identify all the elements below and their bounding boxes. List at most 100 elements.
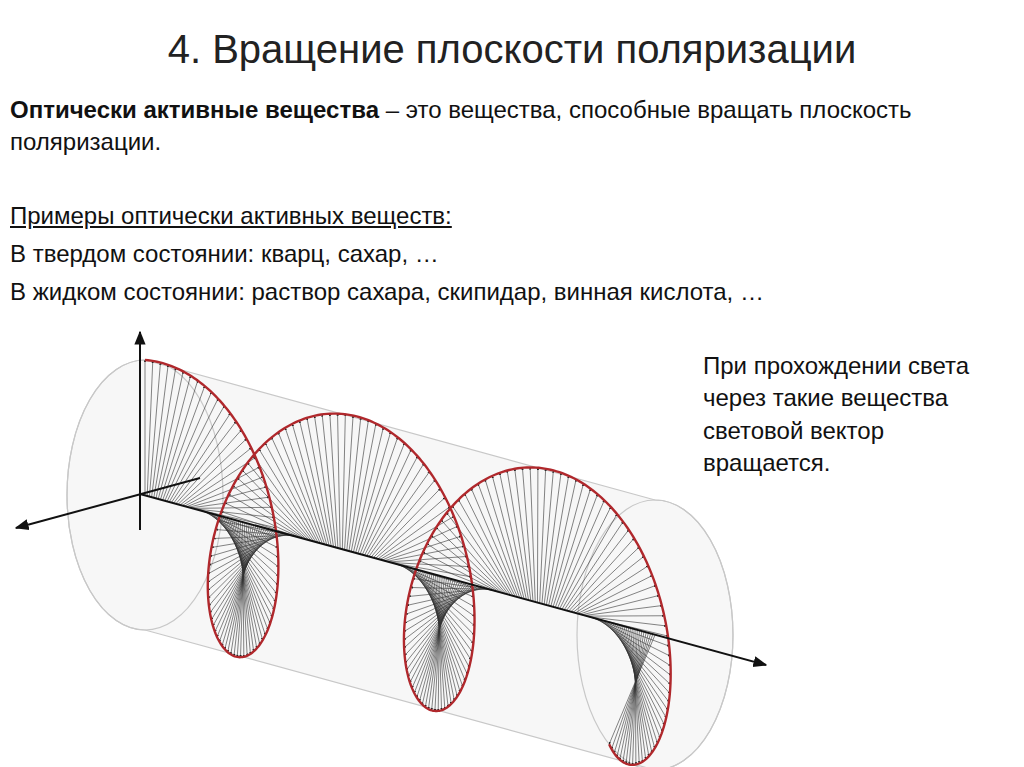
axes: [16, 332, 766, 665]
light-vector: [307, 418, 331, 546]
light-vector: [575, 566, 648, 613]
helix-curve: [145, 360, 671, 765]
light-vector: [428, 578, 446, 709]
light-vector: [409, 589, 487, 597]
light-vector: [614, 634, 650, 753]
light-vector: [180, 448, 251, 505]
light-vector: [584, 606, 662, 616]
light-vector: [553, 489, 591, 607]
light-vector: [215, 528, 265, 632]
light-vector: [192, 497, 270, 508]
light-vector: [422, 579, 451, 705]
light-vector: [210, 534, 287, 556]
light-vector: [544, 473, 561, 605]
light-vector: [414, 581, 457, 693]
light-vector: [154, 368, 176, 498]
light-vector: [549, 479, 577, 605]
light-vector: [564, 522, 623, 610]
light-vector: [417, 580, 456, 697]
light-vector: [427, 544, 500, 593]
light-vector: [431, 536, 502, 593]
light-vector: [389, 556, 467, 562]
light-vector: [178, 439, 246, 504]
text-block: В твердом состоянии: кварц, сахар, …: [10, 238, 1014, 270]
cylinder-body: [67, 360, 733, 767]
light-vector: [176, 430, 241, 504]
light-vector: [560, 507, 611, 609]
light-vector: [515, 469, 531, 601]
light-vector: [626, 627, 649, 756]
light-vector: [406, 588, 482, 615]
text-block: При прохождении света через такие вещест…: [703, 350, 1003, 480]
light-vector: [606, 622, 669, 702]
light-vector: [213, 528, 267, 625]
light-vector: [542, 470, 553, 604]
light-vector: [362, 449, 411, 554]
light-vector: [626, 631, 642, 763]
light-vector: [156, 371, 183, 498]
light-vector: [612, 634, 653, 749]
light-vector: [537, 468, 538, 603]
light-vector: [351, 424, 376, 552]
slide-title: 4. Вращение плоскости поляризации: [0, 22, 1024, 76]
light-vector: [373, 488, 440, 557]
light-vector: [217, 527, 263, 637]
axis: [140, 494, 766, 665]
light-vectors: [145, 360, 671, 765]
light-vector: [569, 538, 635, 611]
light-vector: [213, 535, 291, 538]
axis: [139, 332, 141, 530]
light-vector: [183, 457, 256, 505]
light-vector: [384, 536, 461, 561]
light-vector: [342, 414, 345, 549]
light-vector: [441, 520, 506, 594]
light-vector: [358, 437, 398, 553]
light-vector: [194, 507, 272, 508]
light-vector: [292, 424, 327, 545]
light-vector: [580, 585, 656, 614]
label-text: При прохождении света через такие вещест…: [703, 352, 969, 476]
light-vector: [225, 525, 256, 649]
light-vector: [425, 578, 448, 707]
light-vector: [562, 514, 617, 609]
light-vector: [265, 443, 318, 542]
light-vector: [380, 516, 454, 559]
text-block: Примеры оптически активных веществ:: [10, 200, 1014, 232]
light-vector: [419, 561, 495, 591]
label-text: В жидком состоянии: раствор сахара, скип…: [10, 278, 764, 305]
light-vector: [507, 471, 528, 601]
light-vector: [485, 479, 522, 598]
text-block: Оптически активные вещества – это вещест…: [10, 94, 1014, 159]
light-vector: [540, 469, 546, 604]
light-vector: [492, 476, 524, 599]
light-vector: [555, 494, 597, 607]
light-vector: [522, 468, 533, 602]
light-vector: [412, 581, 460, 688]
light-vector: [149, 363, 160, 497]
light-vector: [145, 360, 146, 495]
light-vector: [365, 456, 418, 555]
text-block: В жидком состоянии: раствор сахара, скип…: [10, 276, 1014, 308]
helix: [145, 360, 671, 765]
light-vector: [419, 580, 453, 702]
light-vector: [471, 488, 517, 597]
light-vector: [169, 406, 224, 502]
light-vector: [571, 547, 639, 612]
light-vector: [623, 632, 644, 762]
light-vector: [573, 556, 644, 612]
light-vector: [272, 437, 321, 543]
light-vector: [147, 361, 153, 496]
light-vector: [356, 432, 391, 553]
light-vector: [530, 467, 535, 602]
light-vector: [617, 633, 648, 757]
light-vector: [338, 414, 341, 549]
light-vector: [609, 635, 655, 744]
label-text: В твердом состоянии: кварц, сахар, …: [10, 240, 439, 267]
light-vector: [219, 527, 260, 642]
label-text: Примеры оптически активных веществ:: [10, 202, 452, 229]
light-vector: [420, 570, 465, 680]
light-vector: [172, 413, 231, 502]
light-vector: [248, 463, 312, 541]
light-vector: [210, 530, 271, 613]
light-vector: [546, 476, 568, 605]
